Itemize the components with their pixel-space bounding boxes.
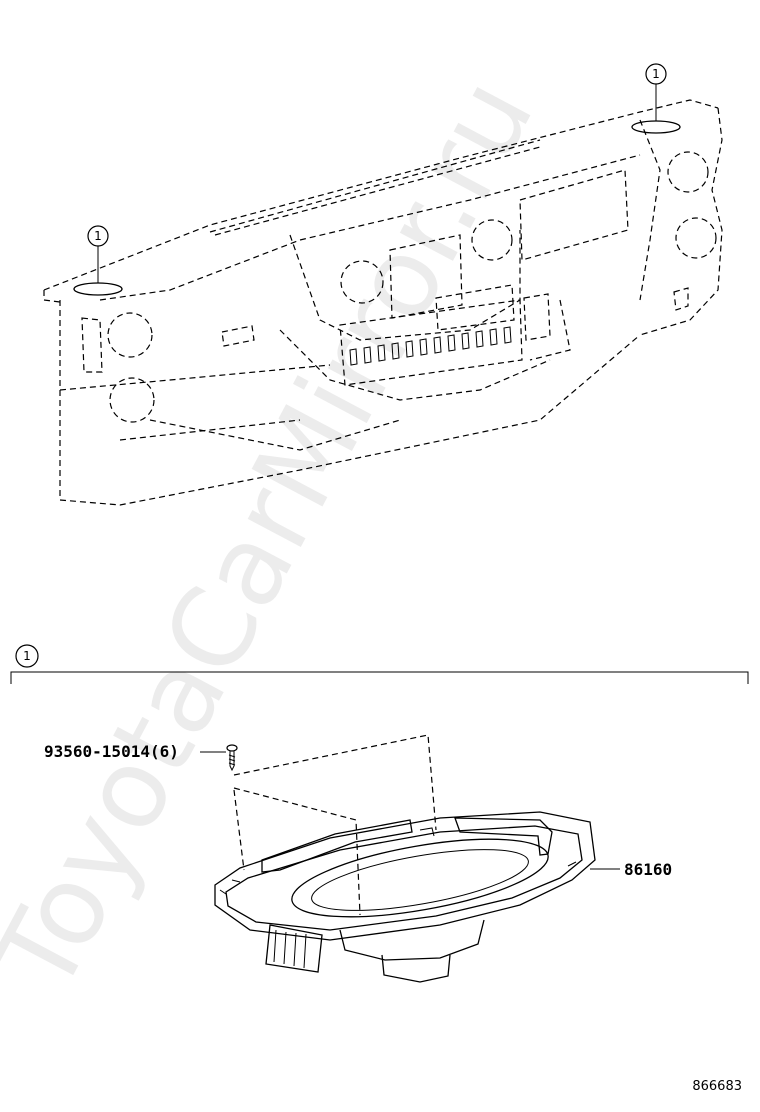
speaker-part-number: 86160 [624,860,672,879]
left-speaker-location [73,282,123,296]
svg-text:1: 1 [23,649,31,663]
svg-text:1: 1 [94,229,102,243]
screw-icon [226,744,238,772]
svg-text:1: 1 [652,67,660,81]
speaker-assembly-illustration [200,734,620,983]
screw-part-number: 93560-15014(6) [44,742,179,761]
callout-1-left: 1 [87,225,109,247]
section-callout-1: 1 [15,644,39,668]
illustration-number: 866683 [692,1079,742,1094]
instrument-panel-illustration [43,84,723,506]
right-speaker-location [631,120,681,134]
section-bracket [10,671,749,684]
callout-1-right: 1 [645,63,667,85]
